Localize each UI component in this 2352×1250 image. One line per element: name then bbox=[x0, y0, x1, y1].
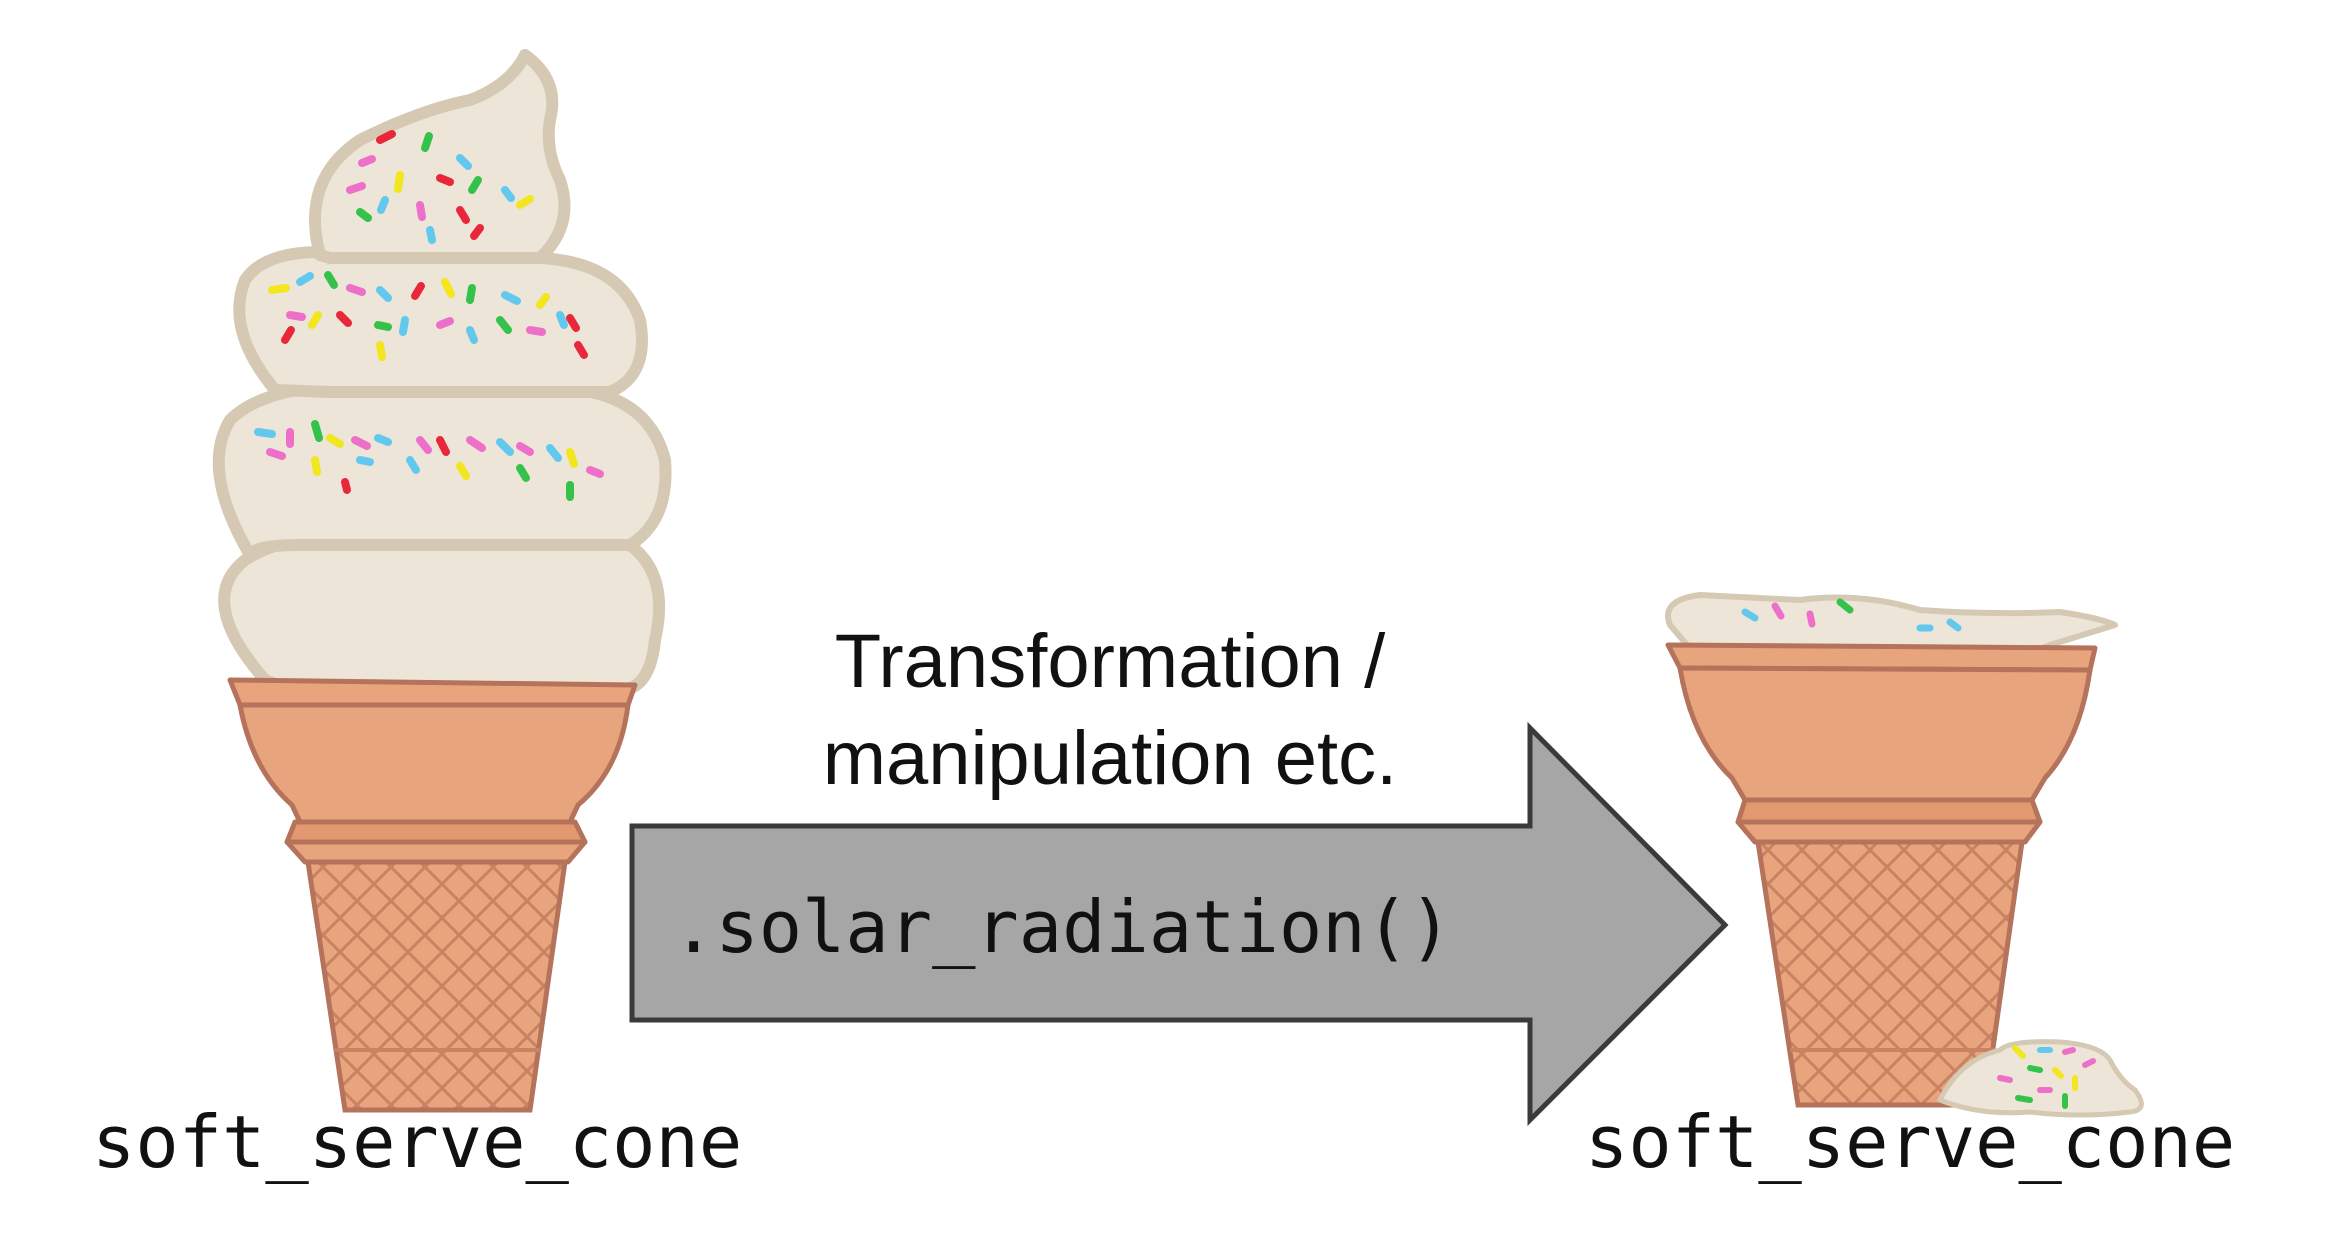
melted-soft-serve-cone-illustration bbox=[1665, 592, 2144, 1118]
cream-swirl bbox=[212, 49, 672, 696]
transformation-label-line2: manipulation etc. bbox=[822, 716, 1398, 801]
sprinkles-left bbox=[254, 130, 604, 501]
right-cone-caption: soft_serve_cone bbox=[1585, 1100, 2236, 1184]
arrow-method-label: .solar_radiation() bbox=[672, 885, 1453, 969]
full-soft-serve-cone-illustration bbox=[212, 49, 672, 1113]
transformation-label-line1: Transformation / bbox=[834, 619, 1386, 704]
transformation-arrow bbox=[629, 721, 1729, 1127]
cone-cup bbox=[227, 677, 638, 865]
left-cone-caption: soft_serve_cone bbox=[92, 1100, 743, 1184]
waffle-base bbox=[305, 859, 568, 1113]
melted-cone-cup bbox=[1665, 642, 2098, 845]
melted-puddle bbox=[1936, 1039, 2144, 1118]
